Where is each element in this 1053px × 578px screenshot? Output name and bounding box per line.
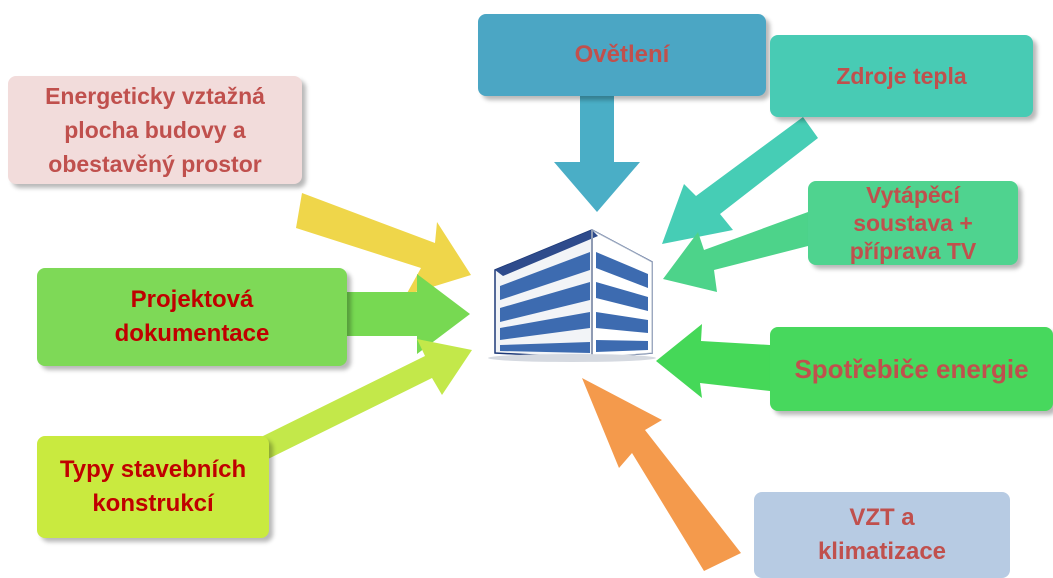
box-ovetleni: Ovětlení: [478, 14, 766, 96]
arrow-area-to-building: [296, 193, 471, 295]
box-typy-stavebnich-konstrukci: Typy stavebních konstrukcí: [37, 436, 269, 538]
arrow-vytap-to-building: [663, 212, 808, 292]
arrow-zdroje-to-building: [662, 117, 818, 244]
box-line: plocha budovy a: [64, 117, 246, 143]
box-line: soustava +: [853, 210, 973, 236]
arrow-vzt-to-building: [582, 378, 741, 571]
arrow-ovet-to-building: [554, 96, 640, 212]
box-spotrebice-energie: Spotřebiče energie: [770, 327, 1053, 411]
box-zdroje-tepla: Zdroje tepla: [770, 35, 1033, 117]
box-projektova-dokumentace: Projektová dokumentace: [37, 268, 347, 366]
box-energeticky-vztazna-plocha: Energeticky vztažná plocha budovy a obes…: [8, 76, 302, 184]
box-line: Spotřebiče energie: [794, 353, 1029, 384]
arrow-proj-to-building: [347, 274, 470, 354]
box-line: klimatizace: [817, 538, 947, 565]
box-line: obestavěný prostor: [48, 151, 262, 177]
box-line: příprava TV: [849, 238, 977, 264]
box-line: Vytápěcí: [866, 182, 960, 208]
arrow-typy-to-building: [261, 339, 472, 459]
box-line: konstrukcí: [92, 490, 214, 517]
office-building-icon: [488, 229, 656, 362]
box-line: Ovětlení: [574, 41, 670, 68]
box-vzt-a-klimatizace: VZT a klimatizace: [754, 492, 1010, 578]
box-line: Energeticky vztažná: [45, 83, 265, 109]
arrow-spot-to-building: [656, 324, 770, 398]
box-line: Zdroje tepla: [836, 62, 967, 89]
box-line: VZT a: [849, 504, 915, 531]
box-line: Projektová: [130, 286, 254, 313]
box-vytapeci-soustava: Vytápěcí soustava + příprava TV: [808, 181, 1018, 265]
box-line: dokumentace: [114, 320, 270, 347]
box-line: Typy stavebních: [59, 456, 247, 483]
